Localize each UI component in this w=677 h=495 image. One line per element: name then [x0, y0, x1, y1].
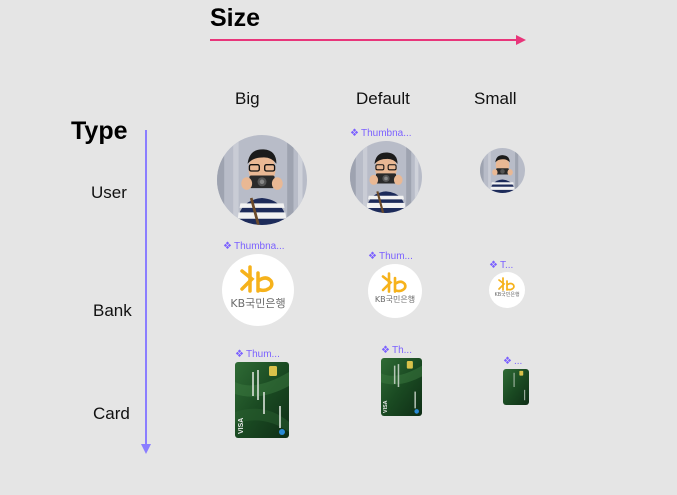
user-photo-icon: [217, 135, 307, 225]
row-label-bank: Bank: [93, 301, 132, 320]
bank-name: KB국민은행: [494, 292, 520, 298]
card-thumbnail-default[interactable]: VISA: [381, 358, 422, 416]
user-thumbnail-small[interactable]: [480, 148, 525, 193]
component-label-card-default: ❖Th...: [381, 345, 412, 356]
card-thumbnail-big[interactable]: VISA: [235, 362, 289, 438]
size-axis-title: Size: [210, 4, 261, 32]
row-label-user: User: [91, 183, 127, 202]
component-diamond-icon: ❖: [381, 345, 390, 356]
bank-thumbnail-default[interactable]: KB국민은행: [368, 264, 422, 318]
size-axis-arrow: [210, 35, 526, 45]
kb-logo-icon: [240, 265, 274, 293]
column-label-big: Big: [235, 89, 260, 108]
kb-logo-icon: [498, 277, 515, 291]
component-label-card-small: ❖...: [503, 356, 523, 367]
kb-logo-icon: [381, 272, 407, 293]
user-thumbnail-default[interactable]: [350, 141, 422, 213]
credit-card-icon: VISA: [235, 362, 289, 438]
type-axis-arrow: [141, 130, 151, 454]
component-label-user-default: ❖Thumbna...: [350, 128, 412, 139]
bank-name: KB국민은행: [230, 297, 286, 310]
user-photo-icon: [350, 141, 422, 213]
component-label-bank-big: ❖Thumbna...: [223, 241, 285, 252]
bank-thumbnail-small[interactable]: KB국민은행: [489, 272, 525, 308]
component-diamond-icon: ❖: [350, 128, 359, 139]
card-thumbnail-small[interactable]: [503, 369, 529, 405]
bank-name: KB국민은행: [374, 295, 416, 304]
bank-thumbnail-big[interactable]: KB국민은행: [222, 254, 294, 326]
svg-text:VISA: VISA: [383, 400, 389, 413]
column-label-default: Default: [356, 89, 410, 108]
component-diamond-icon: ❖: [235, 349, 244, 360]
component-label-card-big: ❖Thum...: [235, 349, 280, 360]
component-diamond-icon: ❖: [223, 241, 232, 252]
component-label-bank-default: ❖Thum...: [368, 251, 413, 262]
credit-card-icon: [503, 369, 529, 405]
user-thumbnail-big[interactable]: [217, 135, 307, 225]
component-diamond-icon: ❖: [489, 260, 498, 271]
svg-text:VISA: VISA: [238, 418, 245, 434]
user-photo-icon: [480, 148, 525, 193]
credit-card-icon: VISA: [381, 358, 422, 416]
type-axis-title: Type: [71, 117, 128, 145]
component-diamond-icon: ❖: [503, 356, 512, 367]
component-label-bank-small: ❖T...: [489, 260, 514, 271]
component-diamond-icon: ❖: [368, 251, 377, 262]
row-label-card: Card: [93, 404, 130, 423]
column-label-small: Small: [474, 89, 517, 108]
